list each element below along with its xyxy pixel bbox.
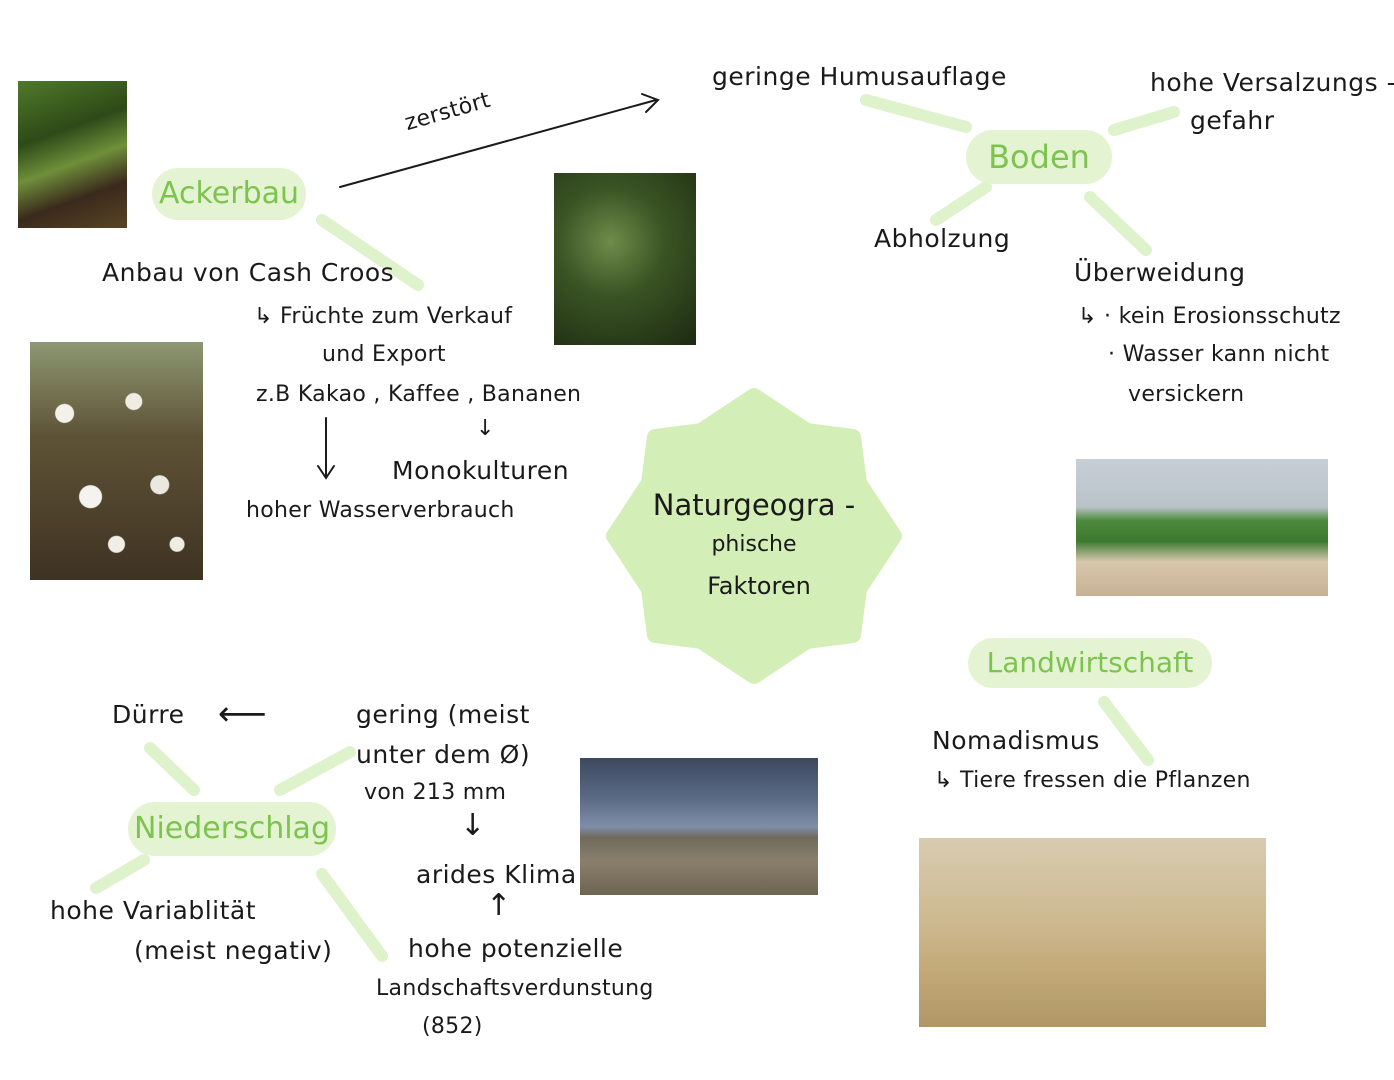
cotton-field-photo: [30, 342, 203, 580]
examples-text: z.B Kakao , Kaffee , Bananen: [256, 382, 581, 407]
center-title-line3: Faktoren: [606, 572, 912, 600]
connector-boden-humus: [866, 100, 966, 127]
arides-klima-text: arides Klima: [416, 860, 577, 889]
fruits-export-text-2: und Export: [322, 342, 446, 367]
wasserverbrauch-text: hoher Wasserverbrauch: [246, 498, 515, 523]
center-title-line1: Naturgeogra -: [606, 488, 902, 522]
connector-nieder-duerre: [150, 748, 194, 790]
verdunstung-text-3: (852): [422, 1014, 483, 1039]
connector-boden-ueberweidung: [1090, 197, 1146, 250]
variabilitaet-text-1: hohe Variablität: [50, 896, 256, 925]
versalzung-text-1: hohe Versalzungs -: [1150, 68, 1394, 97]
duerre-text: Dürre: [112, 700, 185, 729]
connector-nieder-gering: [280, 752, 350, 790]
connector-boden-abholzung: [936, 187, 986, 220]
ackerbau-heading: Ackerbau: [152, 168, 306, 220]
arid-down-arrow: ↓: [460, 808, 486, 843]
duerre-arrow: ⟵: [218, 694, 267, 734]
connector-nieder-variabilitaet: [96, 860, 144, 888]
arid-up-arrow: ↑: [486, 888, 512, 923]
tiere-text: ↳ Tiere fressen die Pflanzen: [934, 768, 1251, 793]
cacao-tree-photo: [554, 173, 696, 345]
connector-boden-salz: [1114, 112, 1174, 130]
nomadismus-text: Nomadismus: [932, 726, 1100, 755]
irrigation-field-photo: [1076, 459, 1328, 596]
connector-land-nomadismus: [1104, 702, 1148, 760]
examples-right-arrow: ↓: [476, 416, 495, 441]
versalzung-text-2: gefahr: [1190, 106, 1275, 135]
gering-text-3: von 213 mm: [364, 780, 506, 805]
landwirtschaft-heading: Landwirtschaft: [968, 638, 1212, 688]
boden-heading: Boden: [966, 130, 1112, 184]
verdunstung-text-2: Landschaftsverdunstung: [376, 976, 654, 1001]
fruits-export-text-1: ↳ Früchte zum Verkauf: [254, 304, 512, 329]
verdunstung-text-1: hohe potenzielle: [408, 934, 623, 963]
humus-text: geringe Humusauflage: [712, 62, 1007, 91]
gering-text-2: unter dem Ø): [356, 740, 530, 769]
gering-text-1: gering (meist: [356, 700, 530, 729]
erosion-text: ↳ · kein Erosionsschutz: [1078, 304, 1341, 329]
banana-plant-photo: [18, 81, 127, 228]
versickern-text-2: versickern: [1128, 382, 1244, 407]
cash-crops-text: Anbau von Cash Croos: [102, 258, 394, 287]
niederschlag-heading: Niederschlag: [128, 802, 336, 856]
center-title-line2: phische: [606, 532, 902, 557]
abholzung-text: Abholzung: [874, 224, 1010, 253]
monokulturen-text: Monokulturen: [392, 456, 569, 485]
versickern-text-1: · Wasser kann nicht: [1108, 342, 1329, 367]
nomads-well-photo: [919, 838, 1266, 1027]
desert-landscape-photo: [580, 758, 818, 895]
variabilitaet-text-2: (meist negativ): [134, 936, 332, 965]
ueberweidung-text: Überweidung: [1074, 258, 1246, 287]
